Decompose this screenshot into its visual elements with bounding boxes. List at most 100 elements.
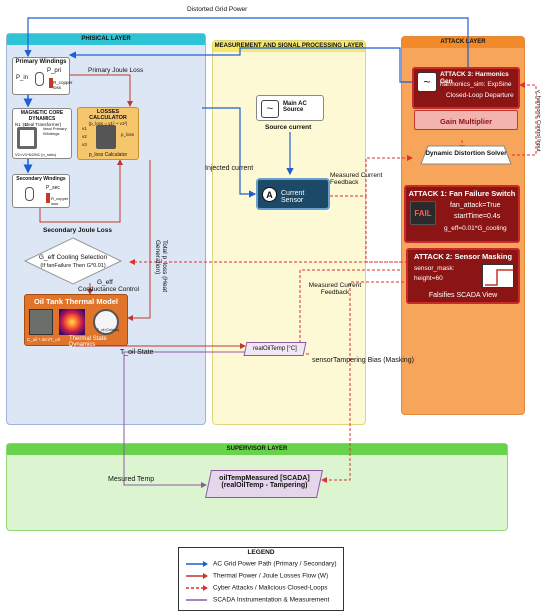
mask-line1: sensor_mask: (414, 265, 455, 272)
real-oil-temp-label: realOilTemp [°C] (253, 346, 297, 352)
attack3-harmonics-block[interactable]: ~ ATTACK 3: Harmonics Gen harmonics_sim:… (412, 67, 520, 109)
primary-joule-label: Primary Joule Loss (88, 67, 144, 74)
real-oil-temp-block: realOilTemp [°C] (243, 342, 307, 356)
transformer-icon (17, 127, 37, 149)
legend-label-cyber: Cyber Attacks / Malicious Closed-Loops (213, 584, 328, 592)
p-in-label: P_in (16, 75, 29, 81)
distortion-solver-label: Dynamic Distortion Solver (425, 150, 507, 157)
sensor-title: Current Sensor (281, 190, 305, 204)
losses-out: p_loss (121, 132, 135, 137)
source-current-label: Source current (265, 124, 312, 131)
losses-v3: v3 (82, 142, 87, 147)
r-copper-label: R_copper loss (51, 196, 69, 206)
fan-line1: fan_attack=True (450, 202, 501, 209)
core-formula: V2=V1*N2/N1 (n_ratio) (15, 152, 57, 157)
mask-title: ATTACK 2: Sensor Masking (413, 252, 513, 261)
distorted-grid-power-label: Distorted Grid Power (187, 6, 248, 13)
thermal-title: Oil Tank Thermal Model (33, 297, 119, 306)
attack2-sensor-masking-block[interactable]: ATTACK 2: Sensor Masking sensor_mask: he… (406, 248, 520, 304)
ac-sine-icon: ~ (261, 100, 279, 118)
legend-title: LEGEND (247, 549, 275, 556)
attack-layer-header: ATTACK LAYER (402, 37, 524, 48)
transformer-tank-icon (29, 309, 53, 335)
heatmap-icon (59, 309, 85, 335)
distortion-solver-shape (420, 145, 512, 165)
core-ratio: N1 : 1 (15, 122, 28, 127)
legend: LEGEND AC Grid Power Path (Primary / Sec… (178, 547, 344, 611)
core-subtitle: (Ideal Transformer) (22, 122, 62, 127)
measured-feedback-2: Measured Current Feedback (308, 282, 362, 296)
fan-line3: g_eff=0.01*G_cooling (444, 225, 507, 232)
primary-windings-title: Primary Windings (15, 59, 67, 65)
losses-calculator-block: LOSSES CALCULATOR (p_loss = v1² + v1²) v… (77, 107, 139, 160)
mask-caption: Falsifies SCADA View (428, 292, 498, 299)
r-copper-label: R_copper loss (53, 80, 73, 90)
fan-fail-icon: FAIL (410, 201, 436, 225)
attack-layer-title: ATTACK LAYER (440, 39, 486, 45)
losses-formula: (p_loss = v1² + v1²) (88, 121, 128, 126)
scada-line1: oilTempMeasured [SCADA] (219, 475, 310, 482)
ammeter-glyph: A (266, 190, 273, 200)
gain-multiplier-block[interactable]: Gain Multiplier (414, 110, 518, 130)
supervisor-layer-header: SUPERVISOR LAYER (7, 444, 507, 455)
coil-icon (25, 187, 34, 201)
fan-title: ATTACK 1: Fan Failure Switch (408, 189, 516, 198)
magnetic-core-block: MAGNETIC CORE DYNAMICS (Ideal Transforme… (12, 108, 72, 159)
core-title: MAGNETIC CORE DYNAMICS (20, 110, 64, 122)
losses-v1: v1 (82, 126, 87, 131)
thermal-caption2: Thermal State Dynamics (69, 336, 107, 348)
resistor-icon (46, 193, 50, 203)
supervisor-layer-title: SUPERVISOR LAYER (226, 446, 288, 452)
main-ac-source-block: ~ Main AC Source (256, 95, 324, 121)
measured-feedback-1: Measured Current Feedback (330, 172, 383, 186)
secondary-joule-label: Secondary Joule Loss (43, 227, 112, 234)
primary-windings-block: Primary Windings P_in P_pri R_copper los… (12, 57, 73, 95)
resistor-icon (49, 78, 53, 88)
scada-line2: (realOilTemp - Tampering) (221, 482, 308, 489)
cooling-selection-diamond (24, 237, 122, 285)
legend-item-thermal: Thermal Power / Joule Losses Flow (W) (179, 571, 328, 581)
fan-fail-badge: FAIL (414, 209, 432, 218)
harmonics-sine-icon: ~ (417, 72, 437, 92)
calculator-icon (96, 125, 116, 149)
t-oil-state-label: T_oil State (120, 349, 154, 356)
thermal-caption1: C_oil * dcn/T_oil (27, 337, 60, 342)
cooling-line2: (If fanFailure Then G*0.01) (40, 263, 106, 269)
control-input-label: v_harmonic Control Input (535, 90, 541, 152)
gauge-label: T_oil (Celsius) (96, 328, 120, 332)
measurement-layer-header: MEASUREMENT AND SIGNAL PROCESSING LAYER (213, 41, 365, 52)
injected-current-label: Injected current (205, 165, 254, 172)
total-loss-label: Total p_loss (Heat Generation) (154, 240, 168, 293)
core-caption: Ideal Primary Windings (43, 126, 67, 136)
legend-item-cyber: Cyber Attacks / Malicious Closed-Loops (179, 583, 328, 593)
legend-item-scada: SCADA Instrumentation & Measurement (179, 595, 329, 605)
ammeter-icon: A (262, 187, 277, 202)
legend-label-scada: SCADA Instrumentation & Measurement (213, 596, 330, 604)
legend-label-ac: AC Grid Power Path (Primary / Secondary) (213, 560, 337, 568)
scada-oil-temp-block: oilTempMeasured [SCADA] (realOilTemp - T… (205, 470, 323, 498)
geff-label: G_eff (97, 279, 113, 286)
attack1-fan-failure-block[interactable]: ATTACK 1: Fan Failure Switch FAIL fan_at… (404, 185, 520, 243)
ac-source-title: Main AC Source (283, 101, 307, 113)
harmonics-title: ATTACK 3: Harmonics Gen (440, 71, 509, 85)
cooling-line1: G_eff Cooling Selection (38, 254, 108, 261)
current-sensor-block[interactable]: A Current Sensor (256, 178, 330, 210)
losses-title: LOSSES CALCULATOR (89, 109, 127, 121)
measured-temp-label: Mesured Temp (108, 476, 155, 483)
conductance-label: Conductance Control (78, 286, 140, 293)
physical-layer-title: PHISICAL LAYER (81, 36, 131, 42)
harmonics-line2: Closed-Loop Departure (446, 92, 514, 99)
fan-line2: startTime=0.4s (454, 213, 501, 220)
mask-line2: height=60 (414, 275, 443, 282)
temperature-gauge-icon (93, 309, 119, 335)
coil-icon (35, 72, 44, 86)
losses-v2: v2 (82, 134, 87, 139)
harmonics-line1: harmonics_sim: ExpSine (440, 81, 512, 88)
gain-multiplier-label: Gain Multiplier (439, 117, 493, 126)
measurement-layer-title: MEASUREMENT AND SIGNAL PROCESSING LAYER (214, 43, 364, 49)
oil-tank-thermal-block: Oil Tank Thermal Model T_oil (Celsius) C… (24, 294, 128, 348)
losses-caption: p_loss Calculator (88, 152, 128, 158)
tampering-bias-label: sensorTampering Bias (Masking) (312, 357, 414, 364)
secondary-windings-title: Secondary Windings (16, 176, 66, 182)
legend-item-ac: AC Grid Power Path (Primary / Secondary) (179, 559, 337, 569)
